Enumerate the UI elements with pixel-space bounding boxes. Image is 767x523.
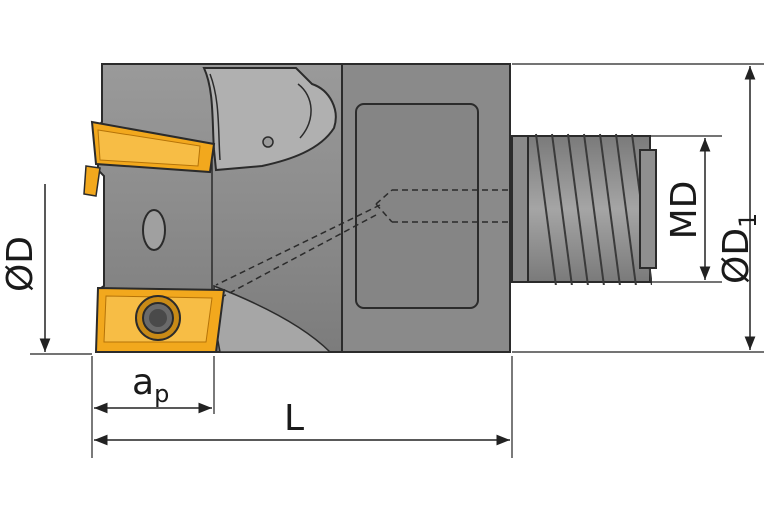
- coolant-hole-small: [262, 136, 274, 148]
- chip-pocket-lower: [213, 284, 332, 353]
- threaded-shank: [511, 133, 657, 285]
- label-diameter-d1-main: ØD: [716, 228, 757, 284]
- label-diameter-d1: ØD1: [716, 213, 762, 284]
- label-diameter-d1-subscript: 1: [734, 213, 762, 228]
- internal-bore-lines: [215, 189, 650, 298]
- label-md: MD: [664, 181, 705, 240]
- collar-panel: [355, 103, 479, 309]
- extension-lines: [30, 63, 764, 458]
- coolant-hole-oval: [142, 209, 166, 251]
- chip-pocket-upper: [202, 67, 337, 172]
- lower-insert: [94, 286, 226, 353]
- label-length-l: L: [284, 398, 304, 439]
- cutter-body: [97, 63, 650, 353]
- label-ap: ap: [132, 362, 169, 408]
- label-ap-subscript: p: [154, 380, 169, 408]
- label-diameter-d: ØD: [0, 236, 41, 292]
- label-ap-main: a: [132, 362, 154, 403]
- upper-insert: [83, 120, 216, 197]
